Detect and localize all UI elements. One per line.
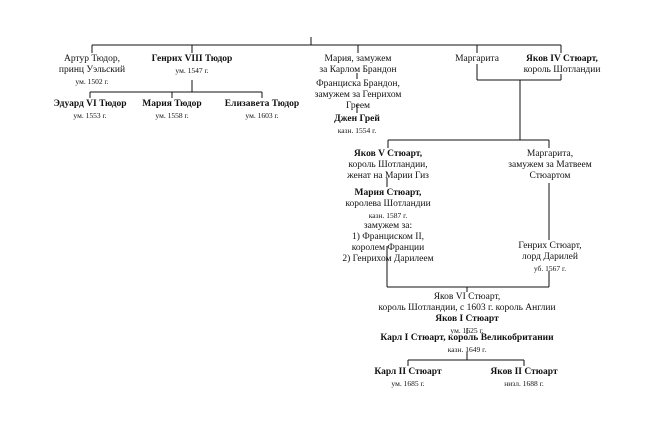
frances-line: замужем за Генрихом bbox=[314, 90, 402, 100]
margaret-line: Маргарита bbox=[455, 54, 499, 64]
node-charles-i: Карл I Стюарт, король Великобритании казн… bbox=[367, 333, 567, 355]
node-mary-stuart: Мария Стюарт,королева Шотландии казн. 158… bbox=[327, 188, 449, 265]
node-mary-tudor: Мария Тюдор ум. 1558 г. bbox=[132, 99, 212, 121]
james2-line: Яков II Стюарт bbox=[490, 367, 558, 377]
node-margaret-tudor: Маргарита bbox=[437, 54, 517, 65]
charles1-line: казн. 1649 г. bbox=[447, 345, 487, 354]
jane-line: Джен Грей bbox=[334, 114, 380, 124]
node-elizabeth-tudor: Елизавета Тюдор ум. 1603 г. bbox=[212, 99, 312, 121]
james4-line: король Шотландии bbox=[523, 65, 601, 75]
charles2-line: ум. 1685 г. bbox=[391, 379, 425, 388]
james5-line: Яков V Стюарт, bbox=[353, 149, 423, 159]
arthur-line: принц Уэльский bbox=[58, 65, 126, 75]
edward6-line: Эдуард VI Тюдор bbox=[53, 99, 127, 109]
node-arthur-tudor: Артур Тюдор,принц Уэльский ум. 1502 г. bbox=[47, 54, 137, 87]
jane-line: казн. 1554 г. bbox=[337, 126, 377, 135]
james6-line: Яков I Стюарт bbox=[435, 314, 499, 324]
mary-stuart-line: замужем за: bbox=[363, 221, 413, 231]
margaret2-line: Стюартом bbox=[529, 171, 571, 181]
margaret2-line: замужем за Матвеем bbox=[508, 160, 592, 170]
node-james-v: Яков V Стюарт,король Шотландии,женат на … bbox=[332, 149, 444, 182]
mary-stuart-line: королем Франции bbox=[351, 243, 425, 253]
frances-line: Греем bbox=[345, 101, 371, 111]
henry8-line: ум. 1547 г. bbox=[175, 66, 209, 75]
james6-line: Яков VI Стюарт, bbox=[433, 292, 501, 302]
node-henry-viii: Генрих VIII Тюдор ум. 1547 г. bbox=[132, 54, 252, 76]
frances-line: Францискa Брандон, bbox=[316, 79, 400, 89]
arthur-line: Артур Тюдор, bbox=[63, 54, 121, 64]
mary-stuart-line: казн. 1587 г. bbox=[368, 211, 408, 220]
charles2-line: Карл II Стюарт bbox=[374, 367, 442, 377]
mary-stuart-line: Мария Стюарт, bbox=[354, 188, 422, 198]
charles1-line: Карл I Стюарт, король Великобритании bbox=[380, 333, 554, 343]
node-charles-ii: Карл II Стюарт ум. 1685 г. bbox=[360, 367, 456, 389]
elizabeth-line: ум. 1603 г. bbox=[245, 111, 279, 120]
node-james-ii: Яков II Стюарт низл. 1688 г. bbox=[476, 367, 572, 389]
node-henry-darnley: Генрих Стюарт,лорд Дарилей уб. 1567 г. bbox=[504, 241, 596, 274]
james2-line: низл. 1688 г. bbox=[504, 379, 544, 388]
james5-line: женат на Марии Гиз bbox=[347, 171, 429, 181]
mary-tudor-line: ум. 1558 г. bbox=[155, 111, 189, 120]
james5-line: король Шотландии, bbox=[348, 160, 428, 170]
node-james-iv: Яков IV Стюарт,король Шотландии bbox=[517, 54, 607, 76]
james4-line: Яков IV Стюарт, bbox=[526, 54, 598, 64]
mary-tudor-line: Мария Тюдор bbox=[142, 99, 202, 109]
mary-brandon-line: Мария, замужем bbox=[324, 54, 392, 64]
darnley-line: лорд Дарилей bbox=[522, 252, 578, 262]
node-edward-vi: Эдуард VI Тюдор ум. 1553 г. bbox=[40, 99, 140, 121]
mary-stuart-line: 2) Генрихом Дарилеем bbox=[342, 254, 434, 264]
darnley-line: Генрих Стюарт, bbox=[518, 241, 582, 251]
elizabeth-line: Елизавета Тюдор bbox=[224, 99, 300, 109]
darnley-line: уб. 1567 г. bbox=[533, 264, 567, 273]
henry8-line: Генрих VIII Тюдор bbox=[151, 54, 233, 64]
mary-stuart-line: 1) Франциском II, bbox=[351, 232, 425, 242]
james6-line: ум. 1625 г. bbox=[450, 326, 484, 335]
arthur-line: ум. 1502 г. bbox=[75, 77, 109, 86]
mary-stuart-line: королева Шотландии bbox=[345, 199, 431, 209]
james6-line: король Шотландии, с 1603 г. король Англи… bbox=[378, 303, 556, 313]
mary-brandon-line: за Карлом Брандон bbox=[319, 65, 397, 75]
margaret2-line: Маргарита, bbox=[526, 149, 574, 159]
node-james-vi: Яков VI Стюарт,король Шотландии, с 1603 … bbox=[367, 292, 567, 336]
node-jane-grey: Джен Грей казн. 1554 г. bbox=[317, 114, 397, 136]
edward6-line: ум. 1553 г. bbox=[73, 111, 107, 120]
